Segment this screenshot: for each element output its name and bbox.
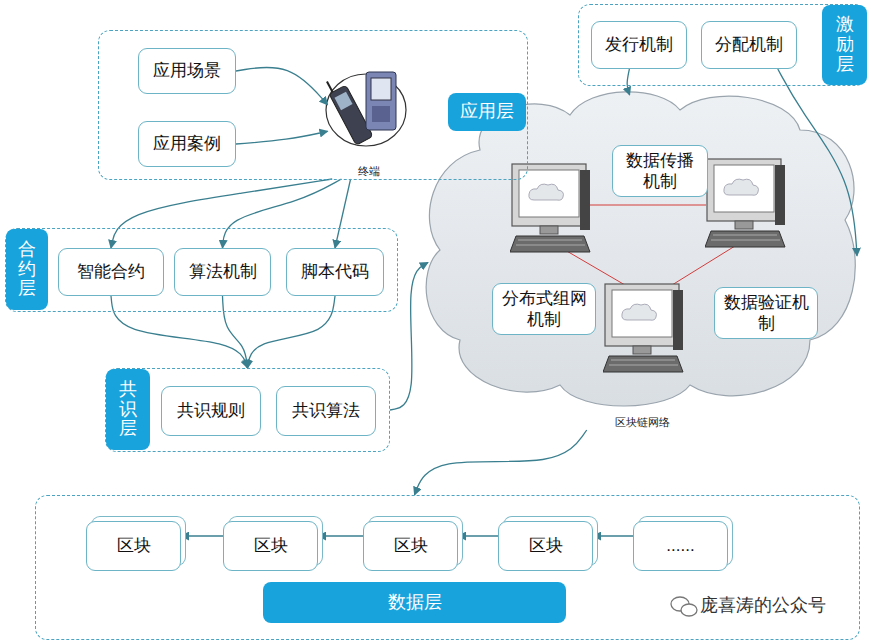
block-box: 区块 [223,521,318,571]
box-label: 共识算法 [286,400,366,421]
box-label: ...... [660,535,700,556]
layer-label: 激励层 [836,15,854,74]
connector-arrow [778,69,857,256]
connector-arrow [335,179,351,248]
connector-arrow [318,535,363,536]
terminal-icon [323,72,406,146]
layer-tab: 应用层 [448,93,526,131]
box-label: 应用案例 [147,133,227,154]
layer-group: 合约层 智能合约 算法机制 脚本代码 [5,228,398,312]
process-box: 智能合约 [58,248,164,296]
connector-arrow [390,263,428,411]
layer-tab: 激励层 [822,5,867,85]
block-box: 区块 [498,521,593,571]
layer-tab: 合约层 [6,229,48,310]
connector-arrow [111,296,248,368]
layer-label: 合约层 [18,240,36,299]
computer-icon [705,159,785,247]
caption-text: 区块链网络 [613,416,672,428]
box-label: 区块 [248,535,294,556]
computer-icon [603,284,683,372]
connector-arrow [181,535,223,536]
process-box: 发行机制 [591,21,687,69]
process-box: 应用案例 [138,121,236,167]
caption: 终端 [323,161,415,179]
connector-arrow [223,179,342,248]
connector-arrow [248,296,336,368]
box-label: 数据验证机制 [715,292,817,335]
layer-label: 共识层 [119,380,137,439]
layer-tab: 数据层 [263,582,566,623]
process-box: 数据验证机制 [714,287,818,339]
process-box: 应用场景 [138,48,236,94]
connector-arrow [593,535,633,536]
layer-group: 应用层 应用场景应用案例终端 [98,30,528,180]
box-label: 区块 [523,535,569,556]
watermark: 庞喜涛的公众号 [700,593,826,617]
layer-tab: 共识层 [106,369,150,450]
caption: 区块链网络 [428,412,857,430]
box-label: 共识规则 [171,400,251,421]
connector-arrow [415,430,587,495]
cloud-shape [426,92,855,406]
box-label: 区块 [388,535,434,556]
box-label: 应用场景 [147,60,227,81]
terminal-node: 终端 [323,73,415,179]
connector-arrow [223,296,248,368]
connector-arrow [458,535,498,536]
process-box: 数据传播机制 [612,145,708,197]
box-label: 区块 [111,535,157,556]
connector-arrow [627,69,629,95]
layer-label: 数据层 [388,593,442,613]
block-box: ...... [633,521,728,571]
computer-icon [510,164,590,252]
block-box: 区块 [363,521,458,571]
connector-arrow [111,179,332,248]
layer-group: 激励层 发行机制 分配机制 [578,4,867,86]
connector-arrow [236,131,328,144]
process-box: 算法机制 [174,248,271,296]
box-label: 脚本代码 [295,261,375,282]
process-box: 共识规则 [161,386,261,436]
wechat-icon [671,597,697,616]
block-box: 区块 [86,521,181,571]
network-cloud: 区块链网络 数据传播机制分布式组网机制 数据验证机制 [428,95,857,430]
box-label: 数据传播机制 [613,150,707,193]
box-label: 分布式组网机制 [493,288,595,331]
process-box: 共识算法 [276,386,376,436]
connector-arrow [236,67,328,104]
layer-group: 数据层 区块 区块 区块 区块...... [35,495,860,640]
box-label: 算法机制 [183,261,263,282]
layer-label: 应用层 [460,102,514,122]
caption-text: 终端 [356,165,382,177]
process-box: 分配机制 [701,21,797,69]
box-label: 智能合约 [71,261,151,282]
layer-group: 共识层 共识规则 共识算法 [105,368,390,452]
process-box: 分布式组网机制 [492,283,596,335]
process-box: 脚本代码 [286,248,384,296]
box-label: 分配机制 [709,34,789,55]
box-label: 发行机制 [599,34,679,55]
